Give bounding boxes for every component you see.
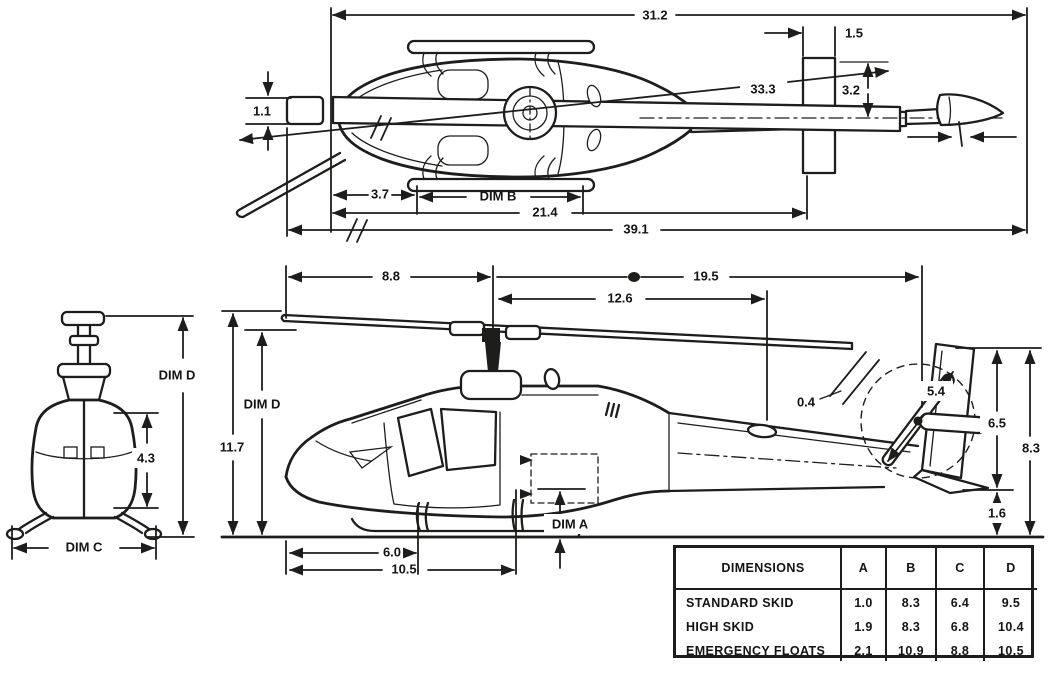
- dim-label-dim-c: DIM C: [66, 540, 103, 555]
- dim-label-1-1: 1.1: [253, 104, 271, 119]
- ventral-fin: [912, 468, 990, 495]
- table-row-label-standard-skid: STANDARD SKID: [686, 596, 794, 610]
- baggage-door: [530, 453, 599, 504]
- table-cell: 8.3: [885, 614, 935, 638]
- table-cell: 2.1: [840, 638, 885, 661]
- table-header-dimensions: DIMENSIONS: [676, 548, 840, 590]
- tail-boom-side-view: [667, 411, 920, 493]
- side-view-drawing: [280, 313, 990, 539]
- front-door-window: [396, 407, 445, 478]
- rotor-head-front-view: [60, 310, 106, 327]
- table-header-b: B: [885, 548, 935, 590]
- table-cell: 10.5: [983, 638, 1037, 661]
- dim-label-11-7: 11.7: [220, 440, 245, 455]
- dim-label-front-dim-d: DIM D: [159, 368, 196, 383]
- dimensions-table: DIMENSIONS A B C D STANDARD SKID 1.0 8.3…: [673, 545, 1037, 661]
- skid-rail-right: [406, 177, 596, 193]
- top-view-drawing: [235, 39, 1017, 219]
- dim-label-19-5: 19.5: [693, 269, 718, 284]
- dim-label-1-6: 1.6: [988, 506, 1006, 521]
- main-rotor-blade-side-view: [280, 313, 854, 351]
- table-cell: 1.9: [840, 614, 885, 638]
- table-header-c: C: [935, 548, 983, 590]
- dim-label-8-3: 8.3: [1022, 441, 1040, 456]
- front-view-drawing: [5, 310, 163, 541]
- dimension-labels: 31.2 1.5 33.3 3.2 1.1 3.7 DIM B 21.4 39.…: [66, 8, 1040, 577]
- front-view-dimensions: [11, 315, 195, 560]
- table-row-label-high-skid: HIGH SKID: [686, 620, 755, 634]
- table-cell: 10.9: [885, 638, 935, 661]
- label-masks: [58, 79, 1048, 557]
- main-rotor-hub: [502, 85, 558, 141]
- dim-label-21-4: 21.4: [532, 205, 558, 220]
- dim-label-6-0: 6.0: [383, 545, 401, 560]
- side-view-dimensions: [220, 265, 1045, 576]
- dim-label-1-5: 1.5: [845, 26, 863, 41]
- dim-label-3-7: 3.7: [371, 187, 389, 202]
- table-cell: 10.4: [983, 614, 1037, 638]
- table-cell: 6.4: [935, 590, 983, 614]
- dim-label-5-4: 5.4: [927, 384, 946, 399]
- dim-label-6-5: 6.5: [988, 416, 1006, 431]
- dim-label-31-2: 31.2: [642, 8, 667, 23]
- skid-rail-left: [406, 39, 596, 55]
- main-rotor-blade-diagonal: [235, 151, 347, 219]
- main-rotor-blade-top-view: [331, 95, 902, 133]
- top-view-dimensions: [239, 7, 1028, 243]
- table-cell: 6.8: [935, 614, 983, 638]
- table-row-label-emergency-floats: EMERGENCY FLOATS: [686, 643, 826, 658]
- dim-label-0-4: 0.4: [797, 395, 816, 410]
- tail-rotor-top-view: [904, 93, 1017, 147]
- rotor-pylon-fairing: [459, 369, 523, 401]
- table-cell: 1.0: [840, 590, 885, 614]
- dim-label-8-8: 8.8: [382, 269, 400, 284]
- dim-label-dim-a: DIM A: [552, 517, 589, 532]
- table-cell: 8.8: [935, 638, 983, 661]
- elevator-stub: [746, 423, 778, 439]
- dim-label-39-1: 39.1: [623, 222, 648, 237]
- dim-label-12-6: 12.6: [607, 291, 632, 306]
- dim-label-4-3: 4.3: [137, 451, 155, 466]
- dim-label-33-3: 33.3: [750, 82, 775, 97]
- dim-label-side-dim-d: DIM D: [244, 397, 281, 412]
- blade-tip-cap: [285, 95, 325, 126]
- table-header-a: A: [840, 548, 885, 590]
- fuselage-side-view: [284, 384, 671, 479]
- table-header-d: D: [983, 548, 1037, 590]
- table-cell: 8.3: [885, 590, 935, 614]
- dim-label-3-2: 3.2: [842, 83, 860, 98]
- rear-door-window: [439, 407, 498, 472]
- dim-label-10-5: 10.5: [391, 562, 416, 577]
- dim-label-dim-b: DIM B: [480, 189, 517, 204]
- tail-rotor-gearbox: [918, 412, 988, 435]
- table-cell: 9.5: [983, 590, 1037, 614]
